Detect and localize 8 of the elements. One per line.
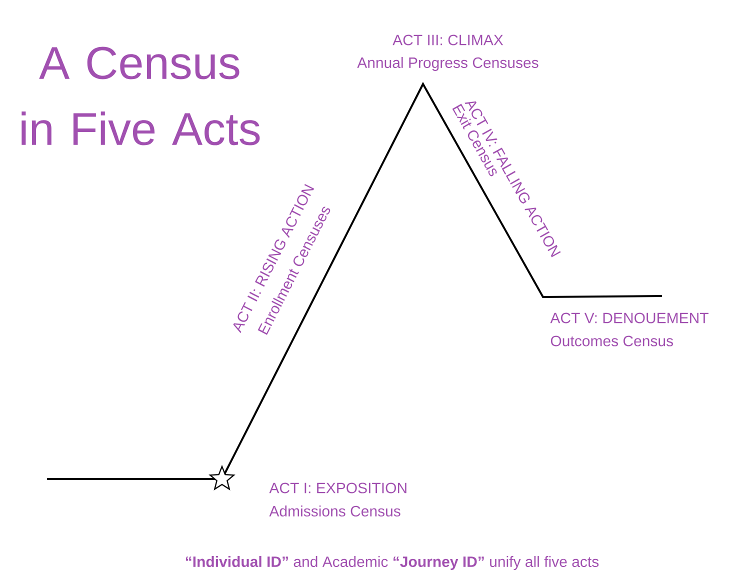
act-heading: ACT V: DENOUEMENT: [550, 312, 708, 324]
title: A Census in Five Acts: [22, 46, 260, 146]
caption: “Individual ID” and Academic “Journey ID” unify all five acts: [186, 556, 599, 570]
act-heading: ACT III: CLIMAX: [392, 34, 504, 46]
act-heading: ACT I: EXPOSITION: [269, 482, 406, 494]
act-subtitle: Outcomes Census: [550, 336, 674, 346]
act-subtitle: Admissions Census: [269, 506, 400, 516]
act-subtitle: Annual Progress Censuses: [357, 57, 538, 71]
